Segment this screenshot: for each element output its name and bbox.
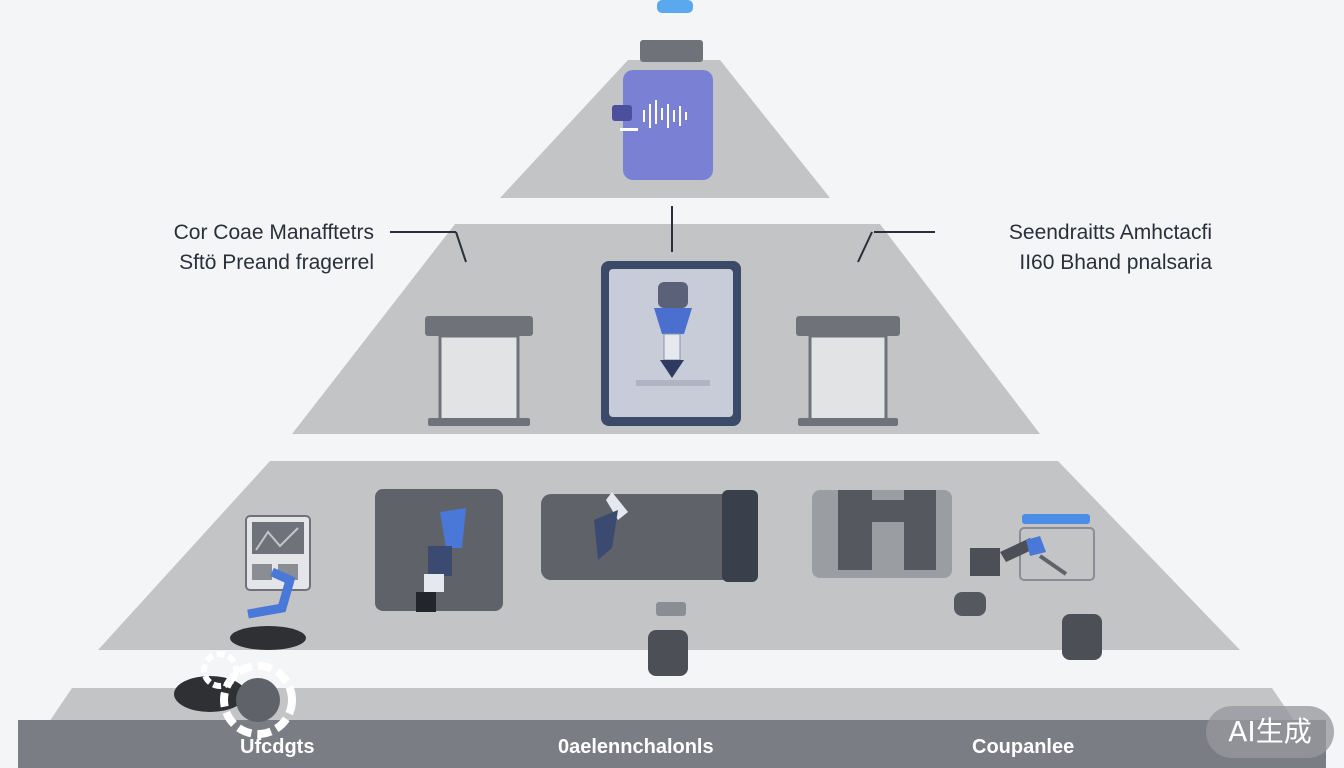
server-cabinet-left-icon — [425, 316, 533, 426]
base-label-right: Coupanlee — [972, 736, 1075, 758]
base-label-center: 0aelennchalonls — [558, 736, 714, 758]
tier-1-cap — [640, 40, 703, 62]
callout-tick-left — [455, 231, 467, 263]
callout-right: Seendraitts Amhctacfi II60 Bhand pnalsar… — [942, 218, 1212, 278]
conveyor-machine-icon — [541, 490, 758, 676]
callout-left-line-2: Sftö Preand fragerrel — [179, 251, 374, 274]
callout-right-line-2: II60 Bhand pnalsaria — [1019, 251, 1212, 274]
robot-arm-panel-icon — [375, 489, 503, 612]
callout-right-line-1: Seendraitts Amhctacfi — [1008, 221, 1212, 244]
audio-device-icon — [612, 70, 713, 180]
base-label-left: Ufcdgts — [240, 736, 315, 758]
robotic-arm-small-icon — [970, 514, 1102, 660]
control-panel-icon — [230, 515, 311, 650]
pyramid-base-band — [18, 720, 1326, 768]
callout-tick-right — [857, 231, 873, 263]
factory-equipment-icon — [812, 490, 986, 616]
server-cabinet-right-icon — [796, 316, 900, 426]
callout-left-line-1: Cor Coae Manafftetrs — [173, 221, 374, 244]
callout-left: Cor Coae Manafftetrs Sftö Preand fragerr… — [104, 218, 374, 278]
top-indicator — [657, 0, 693, 13]
ai-generated-watermark: AI生成 — [1206, 706, 1334, 758]
robot-arm-monitor-icon — [601, 261, 741, 426]
gear-robot-icon — [174, 651, 296, 738]
